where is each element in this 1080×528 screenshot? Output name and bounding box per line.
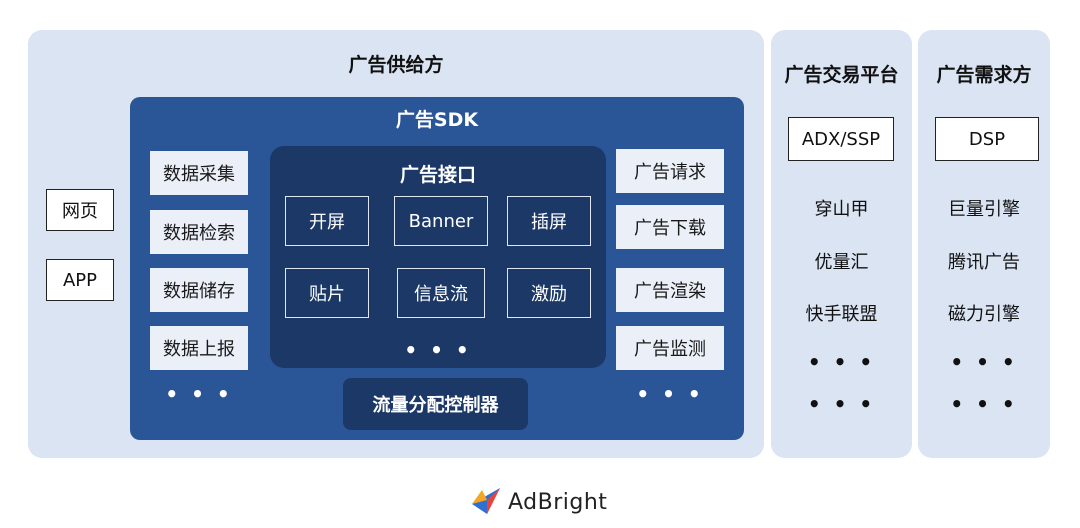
adbright-logo: AdBright bbox=[470, 484, 620, 520]
traffic-controller: 流量分配控制器 bbox=[343, 378, 528, 430]
demand-item-2: 腾讯广告 bbox=[948, 252, 1020, 273]
demand-more-dots-1: • • • bbox=[950, 350, 1018, 374]
source-app: APP bbox=[46, 259, 114, 301]
right-more-dots: • • • bbox=[636, 382, 704, 406]
sdk-title: 广告SDK bbox=[395, 109, 479, 131]
format-feed: 信息流 bbox=[397, 268, 485, 318]
data-report: 数据上报 bbox=[150, 326, 248, 370]
exchange-panel: 广告交易平台 穿山甲 优量汇 快手联盟 • • • • • • bbox=[771, 30, 912, 458]
adx-ssp-box: ADX/SSP bbox=[788, 117, 894, 161]
demand-item-1: 巨量引擎 bbox=[948, 199, 1020, 220]
exchange-more-dots-2: • • • bbox=[807, 392, 876, 416]
left-more-dots: • • • bbox=[165, 382, 233, 406]
ad-download: 广告下载 bbox=[616, 205, 724, 249]
exchange-item-1: 穿山甲 bbox=[814, 199, 869, 220]
data-store: 数据储存 bbox=[150, 268, 248, 312]
data-search: 数据检索 bbox=[150, 210, 248, 254]
demand-item-3: 磁力引擎 bbox=[948, 304, 1020, 325]
exchange-title: 广告交易平台 bbox=[784, 64, 899, 86]
adbright-bird-logo-icon bbox=[470, 484, 502, 520]
ad-render: 广告渲染 bbox=[616, 268, 724, 312]
dsp-box: DSP bbox=[935, 117, 1039, 161]
ad-request: 广告请求 bbox=[616, 149, 724, 193]
exchange-item-2: 优量汇 bbox=[814, 252, 869, 273]
exchange-more-dots-1: • • • bbox=[807, 350, 876, 374]
demand-panel: 广告需求方 巨量引擎 腾讯广告 磁力引擎 • • • • • • bbox=[918, 30, 1050, 458]
source-web: 网页 bbox=[46, 189, 114, 231]
format-preroll: 贴片 bbox=[285, 268, 369, 318]
format-interstitial: 插屏 bbox=[507, 196, 591, 246]
supplier-title: 广告供给方 bbox=[348, 54, 444, 76]
format-splash: 开屏 bbox=[285, 196, 369, 246]
ad-monitor: 广告监测 bbox=[616, 326, 724, 370]
format-rewarded: 激励 bbox=[507, 268, 591, 318]
ad-interface-title: 广告接口 bbox=[399, 164, 476, 186]
exchange-item-3: 快手联盟 bbox=[805, 304, 878, 325]
format-banner: Banner bbox=[394, 196, 488, 246]
demand-title: 广告需求方 bbox=[936, 64, 1032, 86]
brand-name: AdBright bbox=[508, 489, 608, 515]
data-collect: 数据采集 bbox=[150, 151, 248, 195]
demand-more-dots-2: • • • bbox=[950, 392, 1018, 416]
ad-interface: 广告接口 bbox=[270, 146, 606, 368]
interface-more-dots: • • • bbox=[404, 338, 472, 362]
